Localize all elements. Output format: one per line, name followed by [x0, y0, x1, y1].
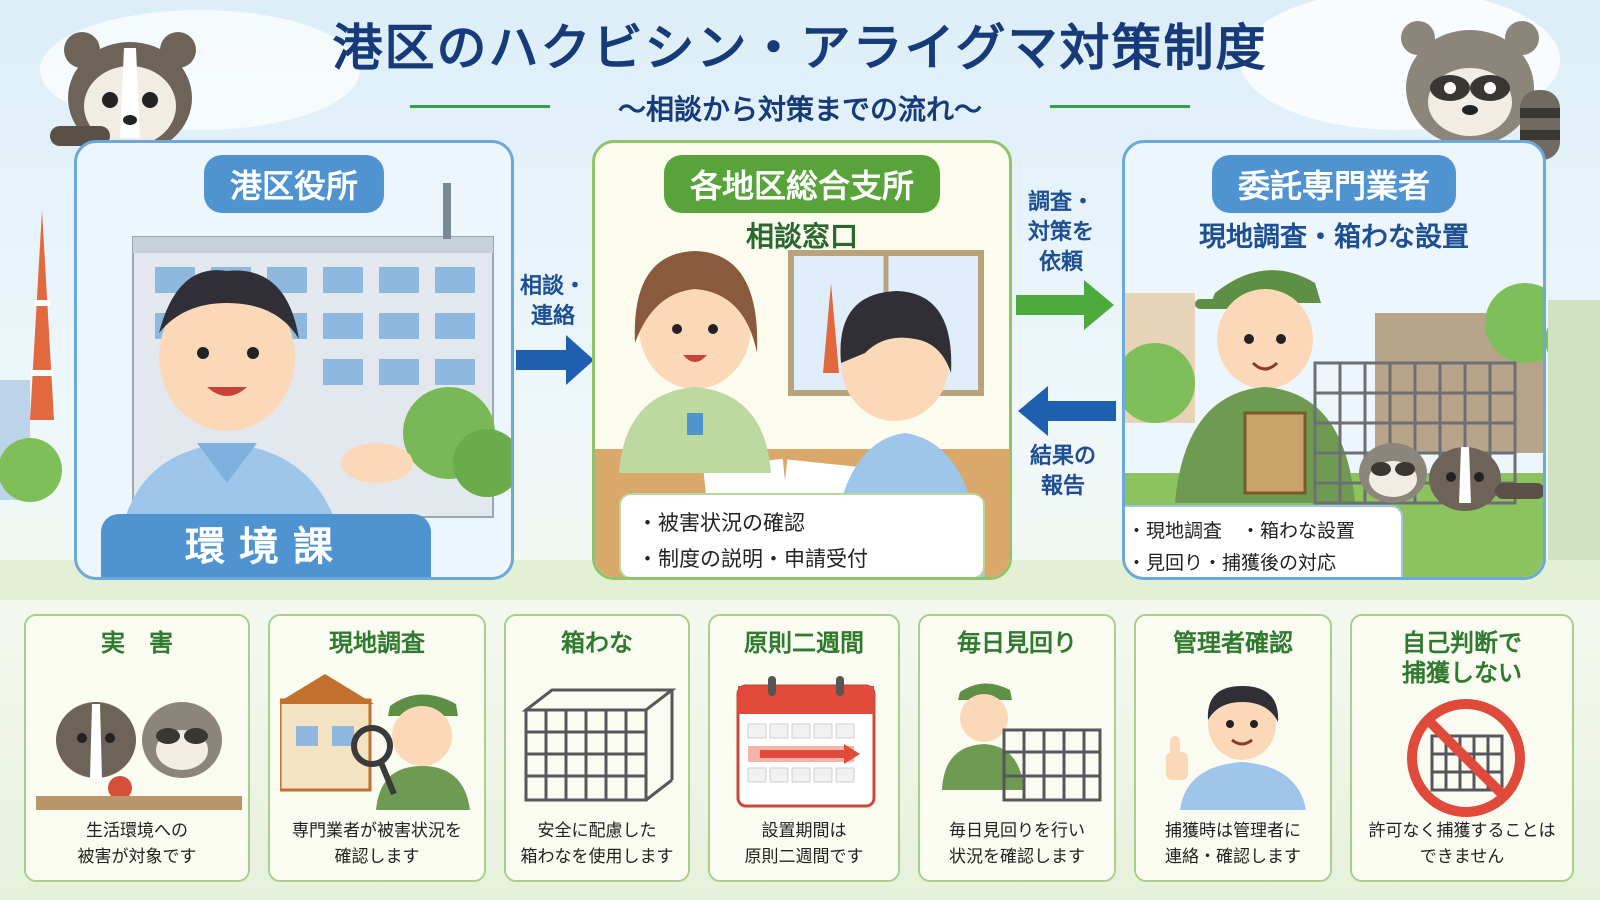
- card-desc-line: 設置期間は: [761, 821, 847, 841]
- subtitle-row: 〜相談から対策までの流れ〜: [410, 88, 1190, 126]
- masked-civet-mascot-icon: [50, 32, 196, 154]
- panel-city-office: 港区役所 環境課: [74, 140, 514, 580]
- card-title-line: 捕獲しない: [1402, 659, 1522, 687]
- panel-branch-office: 各地区総合支所 相談窓口 ・被害状況の確認 ・制度の説明・申請受付: [592, 140, 1012, 580]
- tokyo-tower-icon: [30, 210, 54, 420]
- arrow-label-report-line-2: 報告: [1041, 474, 1086, 499]
- card-title-line: 管理者確認: [1173, 629, 1293, 657]
- card-title: 毎日見回り: [920, 628, 1114, 658]
- card-desc-line: 安全に配慮した: [537, 821, 657, 841]
- card-title-line: 毎日見回り: [957, 629, 1077, 657]
- card-description: 許可なく捕獲することは できません: [1352, 818, 1572, 870]
- arrow-right-request-icon: [1016, 280, 1114, 330]
- card-desc-line: 被害が対象です: [77, 847, 197, 867]
- card-cage-trap: 箱わな 安全に配慮した 箱わなを使用します: [504, 614, 690, 882]
- worker-cage-icon: [942, 683, 1102, 802]
- city-office-building-icon: [117, 183, 511, 577]
- card-title: 自己判断で 捕獲しない: [1352, 628, 1572, 688]
- card-manager-check: 管理者確認 捕獲時は管理者に 連絡・確認します: [1134, 614, 1332, 882]
- card-no-self-capture: 自己判断で 捕獲しない 許可なく捕獲することは できません: [1350, 614, 1574, 882]
- panel-contractor: 委託専門業者 現地調査・箱わな設置 ・現地調査 ・箱わな設置 ・見回り・捕獲後の…: [1122, 140, 1546, 580]
- prohibited-trap-icon: [1407, 699, 1525, 817]
- raccoon-masked-civet-icon: [36, 702, 242, 810]
- card-desc-line: 確認します: [334, 847, 420, 867]
- card-desc-line: 専門業者が被害状況を: [292, 821, 462, 841]
- card-title: 実 害: [26, 628, 248, 658]
- arrow-right-consult-icon: [516, 335, 594, 385]
- page-subtitle: 〜相談から対策までの流れ〜: [617, 93, 982, 126]
- card-desc-line: 生活環境への: [86, 821, 188, 841]
- card-two-weeks: 原則二週間 設置期間は 原則二週間です: [708, 614, 900, 882]
- arrow-label-request-line-1: 調査・: [1028, 190, 1095, 215]
- panel-label-city-office: 港区役所: [203, 155, 385, 213]
- panel-sub-consultation-window: 相談窓口: [745, 220, 858, 253]
- card-desc-line: 捕獲時は管理者に: [1165, 821, 1301, 841]
- card-description: 専門業者が被害状況を 確認します: [270, 818, 484, 870]
- contractor-notes: ・現地調査 ・箱わな設置 ・見回り・捕獲後の対応: [1125, 505, 1403, 577]
- card-description: 毎日見回りを行い 状況を確認します: [920, 818, 1114, 870]
- card-title-line: 自己判断で: [1402, 629, 1522, 657]
- card-desc-line: 許可なく捕獲することは: [1368, 821, 1556, 841]
- arrow-label-consult: 相談・ 連絡: [520, 272, 586, 332]
- card-title-line: 原則二週間: [744, 629, 864, 657]
- arrow-label-consult-line-1: 相談・: [520, 274, 587, 299]
- card-title-line: 実 害: [101, 629, 173, 657]
- card-damage: 実 害 生活環境への 被害が対象です: [24, 614, 250, 882]
- card-daily-patrol: 毎日見回り 毎日見回りを行い 状況を確認します: [918, 614, 1116, 882]
- arrow-label-request: 調査・ 対策を 依頼: [1028, 188, 1094, 278]
- page-title: 港区のハクビシン・アライグマ対策制度: [332, 19, 1268, 77]
- thumbs-up-person-icon: [1166, 686, 1306, 810]
- cage-trap-icon: [521, 688, 677, 802]
- card-title: 箱わな: [506, 628, 688, 658]
- card-description: 生活環境への 被害が対象です: [26, 818, 248, 870]
- card-site-survey: 現地調査 専門業者が被害状況を 確認します: [268, 614, 486, 882]
- card-description: 安全に配慮した 箱わなを使用します: [506, 818, 688, 870]
- card-desc-line: 連絡・確認します: [1165, 847, 1301, 867]
- contractor-note-item: ・見回り・捕獲後の対応: [1127, 552, 1337, 574]
- card-title-line: 現地調査: [329, 629, 425, 657]
- card-desc-line: できません: [1419, 847, 1505, 867]
- card-description: 捕獲時は管理者に 連絡・確認します: [1136, 818, 1330, 870]
- magnifier-worker-icon: [280, 674, 470, 810]
- contractor-note-item: ・現地調査 ・箱わな設置: [1127, 520, 1356, 542]
- panel-label-contractor: 委託専門業者: [1211, 155, 1457, 213]
- arrow-left-report-icon: [1018, 386, 1116, 436]
- arrow-label-request-line-2: 対策を: [1028, 220, 1095, 245]
- raccoon-mascot-icon: [1401, 21, 1560, 160]
- department-label-environment: 環境課: [101, 514, 431, 577]
- divider-line-left: [410, 105, 550, 108]
- card-desc-line: 毎日見回りを行い: [949, 821, 1085, 841]
- card-desc-line: 原則二週間です: [744, 847, 864, 867]
- card-title: 現地調査: [270, 628, 484, 658]
- card-desc-line: 箱わなを使用します: [520, 847, 674, 867]
- arrow-label-consult-line-2: 連絡: [531, 304, 576, 329]
- panel-sub-survey-trap: 現地調査・箱わな設置: [1199, 222, 1469, 253]
- branch-notes: ・被害状況の確認 ・制度の説明・申請受付: [619, 493, 985, 577]
- card-title: 管理者確認: [1136, 628, 1330, 658]
- panel-label-branch-office: 各地区総合支所: [663, 155, 941, 213]
- card-desc-line: 状況を確認します: [949, 847, 1085, 867]
- arrow-label-report-line-1: 結果の: [1030, 444, 1097, 469]
- card-description: 設置期間は 原則二週間です: [710, 818, 898, 870]
- arrow-label-request-line-3: 依頼: [1039, 250, 1084, 275]
- divider-line-right: [1050, 105, 1190, 108]
- calendar-icon: [736, 676, 876, 808]
- card-title-line: 箱わな: [561, 629, 633, 657]
- branch-note-item: ・被害状況の確認: [637, 511, 805, 535]
- card-title: 原則二週間: [710, 628, 898, 658]
- branch-note-item: ・制度の説明・申請受付: [637, 547, 868, 571]
- arrow-label-report: 結果の 報告: [1030, 442, 1096, 502]
